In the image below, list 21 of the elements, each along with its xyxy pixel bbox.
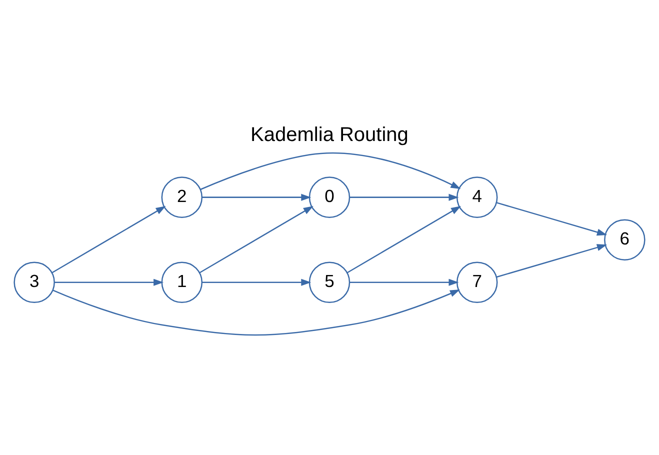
arrow <box>350 278 459 286</box>
arrow <box>54 278 164 286</box>
diagram-title: Kademlia Routing <box>250 124 408 146</box>
node-circle: 3 <box>14 262 55 303</box>
arrow <box>200 206 314 274</box>
node-circle: 7 <box>456 262 498 303</box>
node-circle: 6 <box>604 219 646 260</box>
node-circle: 0 <box>308 176 350 218</box>
arrow <box>350 194 459 201</box>
arrow <box>202 194 312 201</box>
arrow <box>52 290 460 336</box>
arrow <box>52 206 166 274</box>
arrow <box>202 278 312 286</box>
arrow <box>200 152 461 190</box>
arrow <box>347 206 462 274</box>
node-circle: 4 <box>456 176 498 218</box>
arrow <box>496 244 608 278</box>
arrow <box>496 202 608 236</box>
node-circle: 2 <box>161 176 203 218</box>
node-circle: 5 <box>308 262 350 303</box>
node-circle: 1 <box>161 262 203 303</box>
